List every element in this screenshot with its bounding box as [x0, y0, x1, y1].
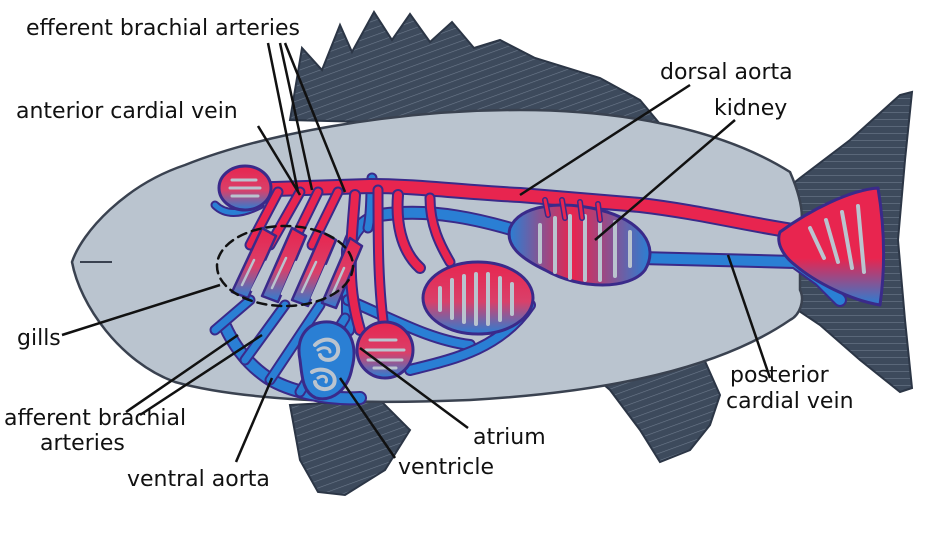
label-dorsal-aorta: dorsal aorta [660, 60, 793, 85]
label-anterior-cardial: anterior cardial vein [16, 99, 238, 124]
label-posterior-line2: cardial vein [726, 389, 854, 414]
label-ventricle: ventricle [398, 455, 494, 480]
label-atrium: atrium [473, 425, 546, 450]
head-capillaries [219, 166, 271, 210]
label-posterior-line1: posterior [730, 363, 830, 388]
label-efferent: efferent brachial arteries [26, 16, 300, 41]
label-afferent-line1: afferent brachial [4, 406, 186, 431]
label-ventral-aorta: ventral aorta [127, 467, 270, 492]
label-gills: gills [17, 326, 61, 351]
pelvic-fin [290, 400, 410, 495]
label-kidney: kidney [714, 96, 787, 121]
label-afferent-line2: arteries [40, 431, 125, 456]
